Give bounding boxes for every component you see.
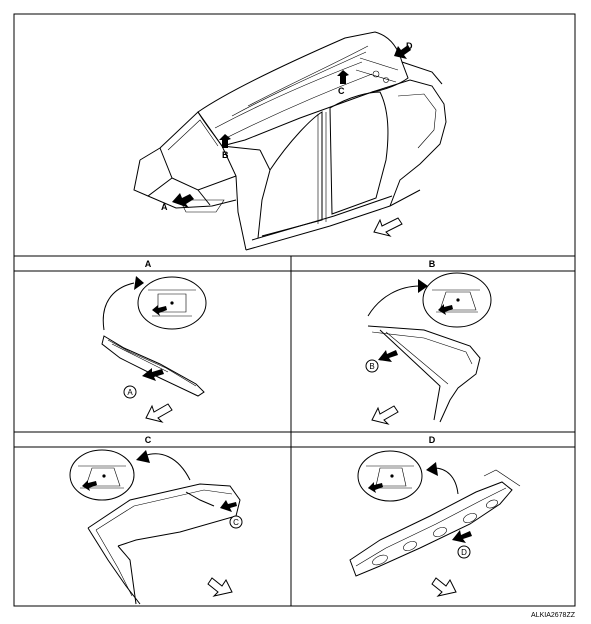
- callout-b-overview: B: [222, 150, 229, 160]
- callout-d-overview: D: [406, 41, 413, 51]
- panel-c-illustration: [69, 449, 243, 605]
- front-direction-arrow-b: [371, 405, 399, 425]
- callout-a-overview: A: [161, 202, 168, 212]
- car-body-illustration: [133, 31, 447, 251]
- panel-b-illustration: [365, 272, 492, 423]
- arrow-c-overview: [337, 70, 349, 84]
- panel-d-title: D: [429, 435, 436, 445]
- panel-a-callout: A: [127, 388, 133, 397]
- arrow-d-overview: [394, 45, 411, 59]
- panel-d-callout: D: [461, 548, 467, 557]
- front-direction-arrow-a: [145, 403, 173, 423]
- arrow-b-overview: [219, 134, 231, 148]
- front-direction-arrow-d: [431, 577, 457, 597]
- panel-c-callout: C: [233, 518, 239, 527]
- panel-a-illustration: [101, 276, 207, 399]
- front-direction-arrow-c: [207, 577, 233, 597]
- panel-c-title: C: [145, 435, 152, 445]
- front-direction-arrow-overview: [373, 217, 403, 237]
- panel-b-title: B: [429, 259, 436, 269]
- panel-a-title: A: [145, 259, 152, 269]
- callout-c-overview: C: [338, 86, 345, 96]
- panel-d-illustration: [349, 450, 521, 577]
- panel-b-callout: B: [369, 362, 374, 371]
- figure-border: [13, 13, 576, 607]
- arrow-a-overview: [172, 193, 194, 208]
- reference-code: ALKIA2678ZZ: [531, 612, 576, 619]
